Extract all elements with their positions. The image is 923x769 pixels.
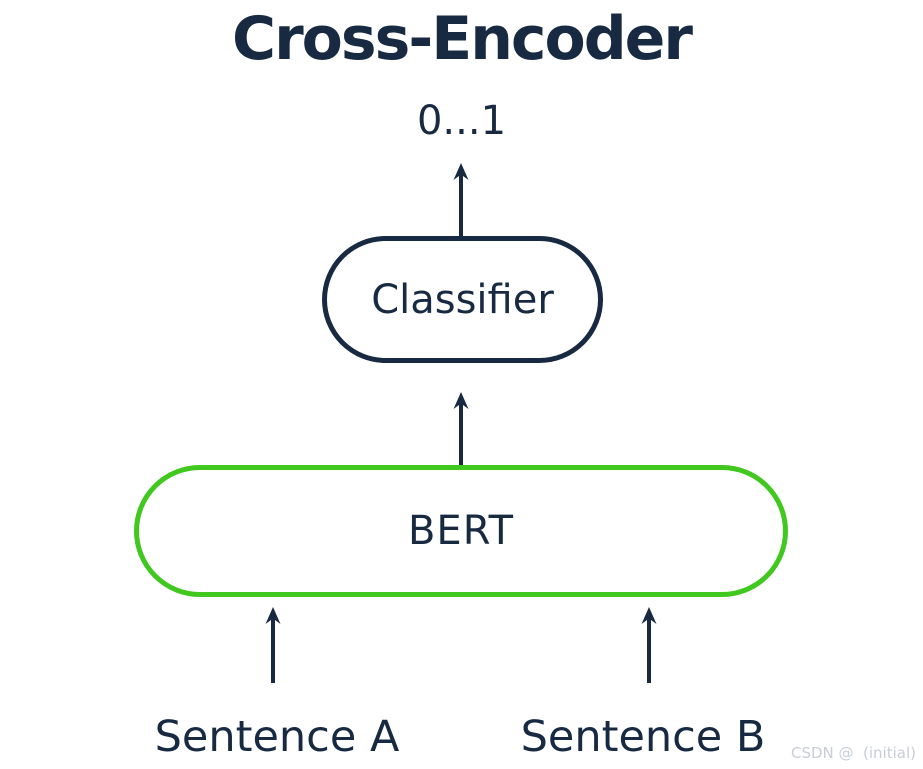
watermark: CSDN @ (initial) bbox=[790, 744, 916, 762]
bert-node: BERT bbox=[134, 465, 788, 597]
sentence-a-label: Sentence A bbox=[154, 712, 400, 762]
output-range-label: 0...1 bbox=[416, 98, 507, 144]
classifier-node: Classifier bbox=[322, 236, 603, 363]
diagram-title: Cross-Encoder bbox=[232, 4, 693, 74]
up-arrow-icon bbox=[453, 392, 469, 466]
classifier-label: Classifier bbox=[371, 276, 554, 323]
sentence-b-label: Sentence B bbox=[520, 712, 766, 762]
up-arrow-icon bbox=[641, 607, 657, 683]
up-arrow-icon bbox=[265, 607, 281, 683]
bert-label: BERT bbox=[407, 508, 515, 554]
up-arrow-icon bbox=[453, 163, 469, 237]
